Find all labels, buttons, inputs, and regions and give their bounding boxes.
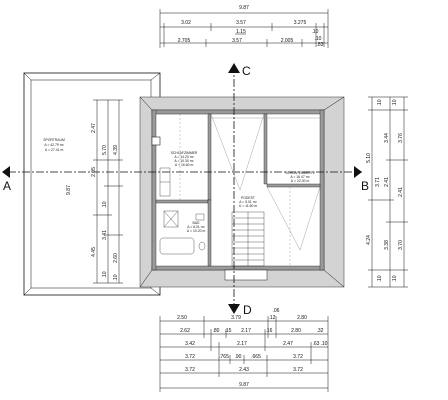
bottom-dim: .665 bbox=[251, 354, 261, 360]
right-dimension-chains bbox=[368, 96, 408, 288]
left-dim: 4.45 bbox=[91, 247, 97, 257]
left-dim: 2.60 bbox=[113, 253, 119, 263]
room-name-schlafzimmer: SCHLAFZIMMER bbox=[171, 151, 198, 155]
left-dim: 5.70 bbox=[102, 145, 108, 155]
bottom-dim: 3.72 bbox=[185, 354, 195, 360]
top-dim-total: 9.87 bbox=[239, 5, 249, 11]
top-dim: 2.005 bbox=[281, 38, 294, 44]
bottom-dim: .15 bbox=[225, 328, 232, 334]
room-area-sportraum: A = 42.79 m² bbox=[44, 143, 64, 147]
left-dim: 3.41 bbox=[102, 230, 108, 240]
section-mark-b: B bbox=[361, 179, 369, 193]
roof-overhang bbox=[139, 96, 345, 288]
left-dim: .10 bbox=[102, 201, 108, 208]
room-name-sportraum: SPORTRAUM bbox=[43, 138, 65, 142]
right-dim: 3.76 bbox=[398, 133, 404, 143]
right-dim: 3.71 bbox=[375, 177, 381, 187]
right-dim: 2.41 bbox=[384, 177, 390, 187]
top-dim: 3.57 bbox=[232, 38, 242, 44]
top-dim: .83 bbox=[317, 42, 324, 48]
roof-slope-lines bbox=[156, 113, 321, 266]
top-dim-small: .10 bbox=[315, 36, 322, 42]
chimney bbox=[151, 136, 161, 146]
room-area-schlafzimmer: A = 14.20 m² bbox=[174, 155, 194, 159]
left-dim: 2.47 bbox=[91, 123, 97, 133]
room-perimeter-schlafzimmer-2: U = 22.00 m bbox=[291, 179, 310, 183]
right-dim: 3.70 bbox=[398, 240, 404, 250]
right-dim: .10 bbox=[377, 99, 383, 106]
right-dim: 5.10 bbox=[366, 153, 372, 163]
room-perimeter-sportraum: U = 27.41 m bbox=[45, 148, 64, 152]
bottom-dim: .80 bbox=[213, 328, 220, 334]
bottom-dim: 2.17 bbox=[237, 341, 247, 347]
left-dim-total: 9.87 bbox=[66, 185, 72, 195]
bottom-dim: 3.72 bbox=[293, 354, 303, 360]
bottom-dim: 2.17 bbox=[241, 328, 251, 334]
right-dim: .10 bbox=[377, 275, 383, 282]
section-mark-a: A bbox=[3, 179, 11, 193]
room-area-schlafzimmer-2: A = 16.47 m² bbox=[290, 175, 310, 179]
bottom-dim: 3.72 bbox=[293, 367, 303, 373]
bottom-dim-total: 9.87 bbox=[239, 382, 249, 388]
right-dim: 4.24 bbox=[366, 235, 372, 245]
left-dimension-chains bbox=[93, 99, 123, 284]
top-dim-small: .10 bbox=[312, 29, 319, 35]
bottom-dim: .765 bbox=[219, 354, 229, 360]
right-dim: .10 bbox=[392, 99, 398, 106]
bottom-dim: .12 bbox=[269, 315, 276, 321]
bottom-dim: 2.43 bbox=[239, 367, 249, 373]
right-dim: .10 bbox=[392, 275, 398, 282]
top-dim: 3.275 bbox=[294, 20, 307, 26]
bottom-dim: 2.80 bbox=[291, 328, 301, 334]
section-mark-d: D bbox=[243, 303, 252, 317]
section-mark-c: C bbox=[242, 64, 251, 78]
room-area2-schlafzimmer: A = 10.30 m² bbox=[174, 159, 194, 163]
room-name-schlafzimmer-2: SCHLAFZIMMER 2 bbox=[285, 171, 315, 175]
room-perimeter-bad: U = 10.20 m bbox=[187, 229, 206, 233]
bath-fixtures bbox=[159, 210, 206, 255]
top-dimension-chains bbox=[159, 9, 329, 48]
right-dim: 2.41 bbox=[398, 187, 404, 197]
bottom-dim: .90 bbox=[235, 354, 242, 360]
bottom-dimension-chains bbox=[159, 316, 329, 392]
bottom-dim: .10 bbox=[321, 341, 328, 347]
right-dim: 3.38 bbox=[384, 240, 390, 250]
section-arrows bbox=[2, 63, 362, 314]
left-dim: 4.39 bbox=[113, 145, 119, 155]
top-dim: 3.57 bbox=[236, 20, 246, 26]
top-dim: 3.02 bbox=[181, 20, 191, 26]
room-name-bad: BAD bbox=[193, 221, 201, 225]
room-area-podest: A = 5.01 m² bbox=[239, 200, 257, 204]
bottom-dim: 2.80 bbox=[297, 315, 307, 321]
room-perimeter-schlafzimmer: U = 16.60 m bbox=[175, 163, 194, 167]
room-area-bad: A = 6.01 m² bbox=[187, 225, 205, 229]
wardrobe bbox=[159, 167, 171, 197]
room-perimeter-podest: U = 11.60 m bbox=[239, 204, 257, 208]
stair-projection bbox=[224, 269, 268, 281]
bottom-dim: .32 bbox=[317, 328, 324, 334]
section-lines bbox=[8, 65, 362, 312]
right-dim: 3.44 bbox=[384, 133, 390, 143]
bottom-dim: 3.79 bbox=[231, 315, 241, 321]
bottom-dim: .63 bbox=[313, 341, 320, 347]
bottom-dim: 2.62 bbox=[180, 328, 190, 334]
bottom-dim: 3.42 bbox=[185, 341, 195, 347]
room-name-podest: PODEST bbox=[241, 196, 255, 200]
bottom-dim: 3.72 bbox=[185, 367, 195, 373]
stairs bbox=[231, 211, 265, 267]
bottom-dim: .16 bbox=[266, 328, 273, 334]
bottom-dim: 2.50 bbox=[177, 315, 187, 321]
left-dim: .10 bbox=[113, 274, 119, 281]
bottom-dim: 2.47 bbox=[283, 341, 293, 347]
bottom-dim: .06 bbox=[273, 308, 280, 314]
top-dim-mid: 1.15 bbox=[236, 29, 246, 35]
top-dim: 2.705 bbox=[178, 38, 191, 44]
sportraum-area bbox=[23, 72, 161, 296]
left-dim: .10 bbox=[102, 271, 108, 278]
